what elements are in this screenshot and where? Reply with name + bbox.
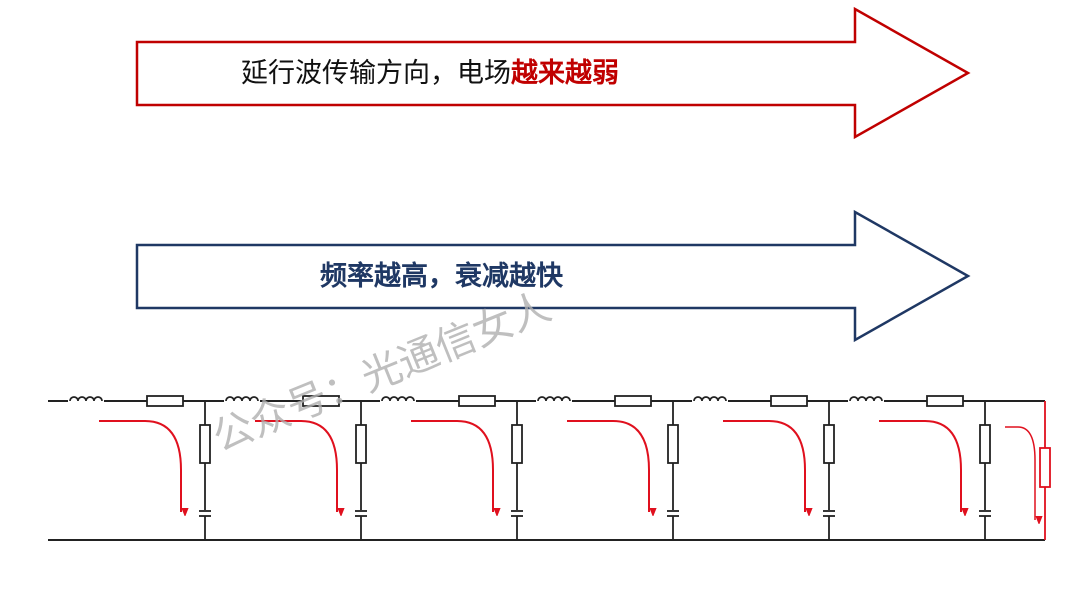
- shunt-resistor-icon: [979, 424, 991, 464]
- shunt-resistor-icon: [667, 424, 679, 464]
- propagation-label-normal: 延行波传输方向，电场: [241, 58, 511, 89]
- load-resistor-icon: [1039, 447, 1051, 488]
- cap-gap: [199, 510, 211, 516]
- series-resistor-icon: [614, 395, 652, 407]
- frequency-label: 频率越高，衰减越快: [320, 261, 563, 292]
- shunt-resistor-icon: [511, 424, 523, 464]
- cap-gap: [667, 510, 679, 516]
- series-resistor-icon: [146, 395, 184, 407]
- series-inductor-icon: [225, 396, 259, 402]
- transmission-line-circuit: [48, 395, 1051, 541]
- propagation-arrow: [135, 6, 971, 140]
- current-leak-arrow: [255, 420, 337, 512]
- series-resistor-icon: [770, 395, 808, 407]
- cap-gap: [979, 510, 991, 516]
- series-inductor-icon: [69, 396, 103, 402]
- current-leak-arrow: [411, 420, 493, 512]
- series-inductor-icon: [849, 396, 883, 402]
- series-resistor-icon: [458, 395, 496, 407]
- series-resistor-icon: [926, 395, 964, 407]
- current-leak-arrow: [879, 420, 961, 512]
- propagation-label-emphasis: 越来越弱: [511, 58, 619, 89]
- load-current-arrow: [1005, 426, 1035, 520]
- propagation-label: 延行波传输方向，电场越来越弱: [241, 60, 619, 87]
- series-inductor-icon: [537, 396, 571, 402]
- shunt-resistor-icon: [199, 424, 211, 464]
- series-inductor-icon: [381, 396, 415, 402]
- current-leak-arrow: [99, 420, 181, 512]
- frequency-arrow: [135, 209, 971, 343]
- shunt-resistor-icon: [355, 424, 367, 464]
- current-leak-arrow: [723, 420, 805, 512]
- cap-gap: [511, 510, 523, 516]
- shunt-resistor-icon: [823, 424, 835, 464]
- cap-gap: [823, 510, 835, 516]
- series-inductor-icon: [693, 396, 727, 402]
- series-resistor-icon: [302, 395, 340, 407]
- current-leak-arrow: [567, 420, 649, 512]
- cap-gap: [355, 510, 367, 516]
